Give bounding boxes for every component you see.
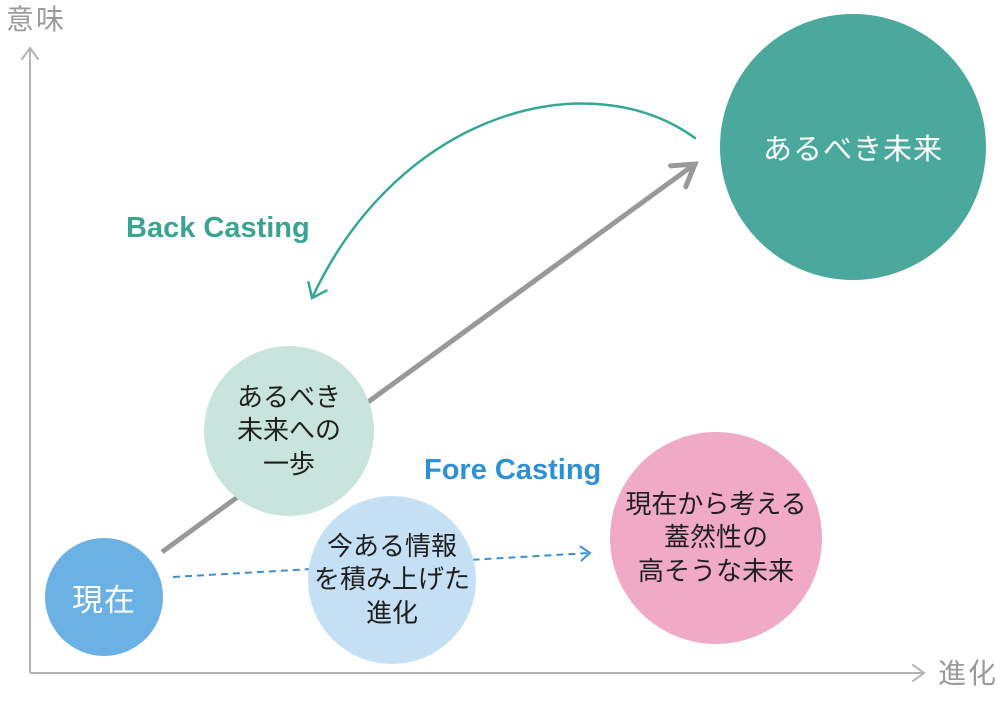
node-ideal-step: あるべき 未来への 一歩 <box>204 346 374 516</box>
node-probable-line2: 蓋然性の <box>663 522 768 553</box>
x-axis-label: 進化 <box>938 658 999 689</box>
node-ideal-future: あるべき未来 <box>720 14 986 280</box>
node-ideal-step-line3: 一歩 <box>262 448 315 479</box>
node-incremental-evolution-label: 今ある情報 を積み上げた 進化 <box>314 530 470 629</box>
y-axis-label: 意味 <box>6 4 67 35</box>
node-ideal-step-line2: 未来への <box>236 415 341 446</box>
node-probable-future-label: 現在から考える 蓋然性の 高そうな未来 <box>625 488 806 587</box>
node-ideal-future-label: あるべき未来 <box>762 134 943 166</box>
node-probable-line3: 高そうな未来 <box>637 555 794 586</box>
node-ideal-step-label: あるべき 未来への 一歩 <box>237 381 341 480</box>
node-present: 現在 <box>45 538 163 656</box>
node-probable-line1: 現在から考える <box>625 489 807 520</box>
fore-casting-label: Fore Casting <box>424 454 602 486</box>
node-probable-future: 現在から考える 蓋然性の 高そうな未来 <box>610 432 822 644</box>
back-casting-label: Back Casting <box>126 212 310 244</box>
node-incremental-line3: 進化 <box>365 597 418 628</box>
node-incremental-evolution: 今ある情報 を積み上げた 進化 <box>308 496 476 664</box>
node-incremental-line1: 今ある情報 <box>326 531 457 562</box>
back-casting-arrow <box>312 102 697 298</box>
node-present-label: 現在 <box>72 582 136 618</box>
node-ideal-step-line1: あるべき <box>236 382 341 413</box>
node-incremental-line2: を積み上げた <box>313 564 470 595</box>
